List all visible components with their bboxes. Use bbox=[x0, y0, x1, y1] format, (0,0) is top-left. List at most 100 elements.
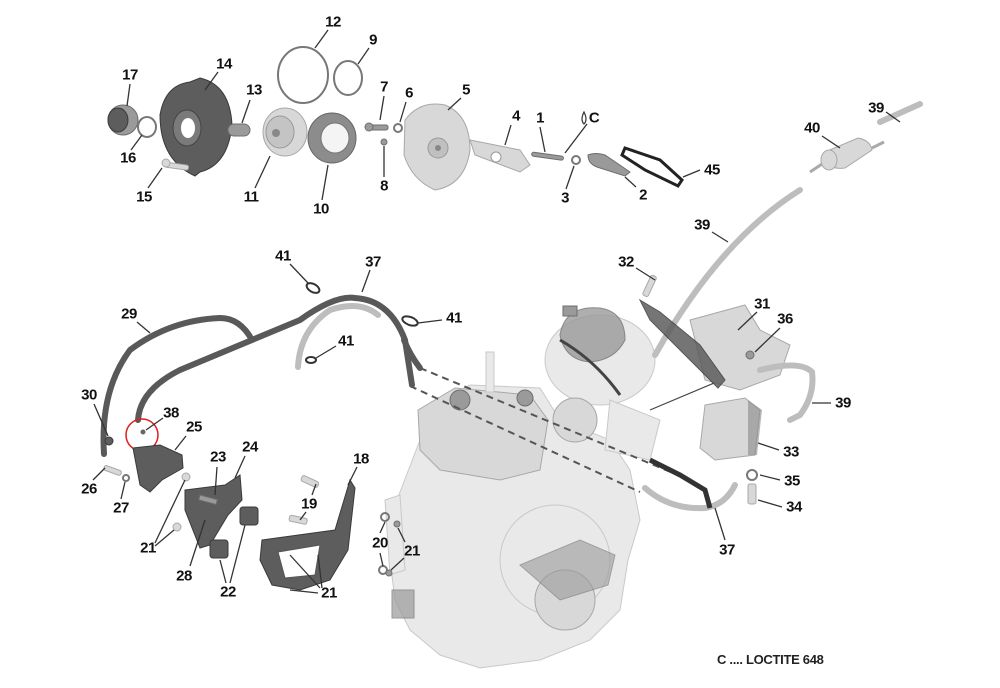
callout-25[interactable]: 25 bbox=[186, 418, 202, 436]
callout-35[interactable]: 35 bbox=[784, 472, 800, 490]
callout-16[interactable]: 16 bbox=[120, 149, 136, 167]
part-29-hose bbox=[100, 314, 255, 457]
part-12-oring bbox=[277, 46, 329, 104]
part-37-upper-hose bbox=[135, 294, 415, 423]
part-26-bolt bbox=[103, 465, 122, 476]
part-5-pump-housing bbox=[403, 103, 471, 191]
callout-21-engine[interactable]: 21 bbox=[404, 542, 420, 560]
part-8-nut bbox=[380, 138, 388, 146]
part-11-pulley bbox=[262, 107, 308, 157]
part-27-washer bbox=[122, 474, 130, 482]
callout-21-bracket[interactable]: 21 bbox=[321, 584, 337, 602]
callout-5[interactable]: 5 bbox=[462, 81, 470, 99]
part-39-hose-loop bbox=[757, 362, 816, 423]
callout-4[interactable]: 4 bbox=[512, 107, 520, 125]
part-19-bolt bbox=[288, 514, 308, 525]
part-23-spacer bbox=[198, 494, 218, 506]
part-4-gasket bbox=[469, 139, 531, 173]
engine-block bbox=[384, 351, 641, 669]
callout-17[interactable]: 17 bbox=[122, 66, 138, 84]
part-45-gasket bbox=[620, 146, 684, 188]
part-1-pin bbox=[531, 151, 564, 161]
part-38-nozzle bbox=[140, 429, 146, 435]
guide-line bbox=[409, 385, 641, 493]
part-17-impeller bbox=[107, 104, 139, 136]
callout-10[interactable]: 10 bbox=[313, 200, 329, 218]
callout-29[interactable]: 29 bbox=[121, 305, 137, 323]
part-32-bolt bbox=[642, 274, 657, 297]
part-9-oring bbox=[333, 60, 363, 96]
callout-33[interactable]: 33 bbox=[783, 443, 799, 461]
callout-27[interactable]: 27 bbox=[113, 499, 129, 517]
callout-19[interactable]: 19 bbox=[301, 495, 317, 513]
callout-40[interactable]: 40 bbox=[804, 119, 820, 137]
callout-39-mid[interactable]: 39 bbox=[694, 216, 710, 234]
part-37-hose-end bbox=[401, 337, 423, 371]
callout-8[interactable]: 8 bbox=[380, 177, 388, 195]
callout-9[interactable]: 9 bbox=[369, 31, 377, 49]
callout-28[interactable]: 28 bbox=[176, 567, 192, 585]
part-21-nut bbox=[172, 522, 182, 532]
callout-21-left[interactable]: 21 bbox=[140, 539, 156, 557]
part-41-clamp bbox=[401, 315, 419, 327]
part-24-bracket bbox=[184, 474, 243, 549]
callout-12[interactable]: 12 bbox=[325, 13, 341, 31]
callout-38[interactable]: 38 bbox=[163, 404, 179, 422]
callout-11[interactable]: 11 bbox=[243, 188, 259, 206]
part-7-bolt bbox=[364, 122, 389, 132]
part-37-lower-hose bbox=[642, 482, 738, 512]
callout-3[interactable]: 3 bbox=[561, 189, 569, 207]
loctite-drop-icon bbox=[581, 110, 587, 125]
part-35-washer bbox=[746, 469, 758, 481]
callout-41-top[interactable]: 41 bbox=[275, 247, 291, 265]
part-31-bracket bbox=[689, 304, 791, 391]
part-36-nut bbox=[745, 350, 755, 360]
callout-13[interactable]: 13 bbox=[246, 81, 262, 99]
callout-34[interactable]: 34 bbox=[786, 498, 802, 516]
part-13-bushing bbox=[227, 123, 251, 137]
callout-C-loctite[interactable]: C bbox=[588, 109, 600, 127]
callout-31[interactable]: 31 bbox=[754, 295, 770, 313]
callout-7[interactable]: 7 bbox=[380, 78, 388, 96]
part-25-valve-body bbox=[132, 444, 184, 493]
callout-41-mid[interactable]: 41 bbox=[338, 332, 354, 350]
callout-41-right[interactable]: 41 bbox=[446, 309, 462, 327]
part-22-mount bbox=[209, 539, 229, 559]
callout-45[interactable]: 45 bbox=[704, 161, 720, 179]
callout-1[interactable]: 1 bbox=[536, 109, 544, 127]
callout-20[interactable]: 20 bbox=[372, 534, 388, 552]
part-3-washer bbox=[571, 155, 581, 165]
part-40-fuel-filter bbox=[809, 137, 885, 174]
callout-26[interactable]: 26 bbox=[81, 480, 97, 498]
callout-18[interactable]: 18 bbox=[353, 450, 369, 468]
part-30-fitting bbox=[104, 436, 114, 446]
part-21-nut bbox=[181, 472, 191, 482]
callout-39-top[interactable]: 39 bbox=[868, 99, 884, 117]
callout-37-upper[interactable]: 37 bbox=[365, 253, 381, 271]
part-41-clamp bbox=[305, 356, 317, 364]
part-10-seal bbox=[307, 112, 357, 164]
part-6-washer bbox=[393, 123, 403, 133]
part-34-bolt bbox=[747, 483, 757, 505]
part-31-bracket-arm bbox=[638, 298, 726, 389]
callout-32[interactable]: 32 bbox=[618, 253, 634, 271]
callout-37-lower[interactable]: 37 bbox=[719, 541, 735, 559]
callout-14[interactable]: 14 bbox=[216, 55, 232, 73]
callout-22[interactable]: 22 bbox=[220, 583, 236, 601]
part-21-nut bbox=[393, 520, 401, 528]
callout-36[interactable]: 36 bbox=[777, 310, 793, 328]
part-22-mount bbox=[239, 506, 259, 526]
part-37-hose-branch bbox=[295, 303, 381, 370]
part-15-screw bbox=[161, 158, 190, 171]
callout-15[interactable]: 15 bbox=[136, 188, 152, 206]
part-33-fuel-pump bbox=[699, 397, 762, 461]
callout-6[interactable]: 6 bbox=[405, 84, 413, 102]
callout-24[interactable]: 24 bbox=[242, 438, 258, 456]
callout-30[interactable]: 30 bbox=[81, 386, 97, 404]
part-19-bolt bbox=[300, 475, 320, 488]
part-14-pump-cover bbox=[159, 77, 233, 177]
callout-2[interactable]: 2 bbox=[639, 186, 647, 204]
callout-39-right[interactable]: 39 bbox=[835, 394, 851, 412]
callout-23[interactable]: 23 bbox=[210, 448, 226, 466]
